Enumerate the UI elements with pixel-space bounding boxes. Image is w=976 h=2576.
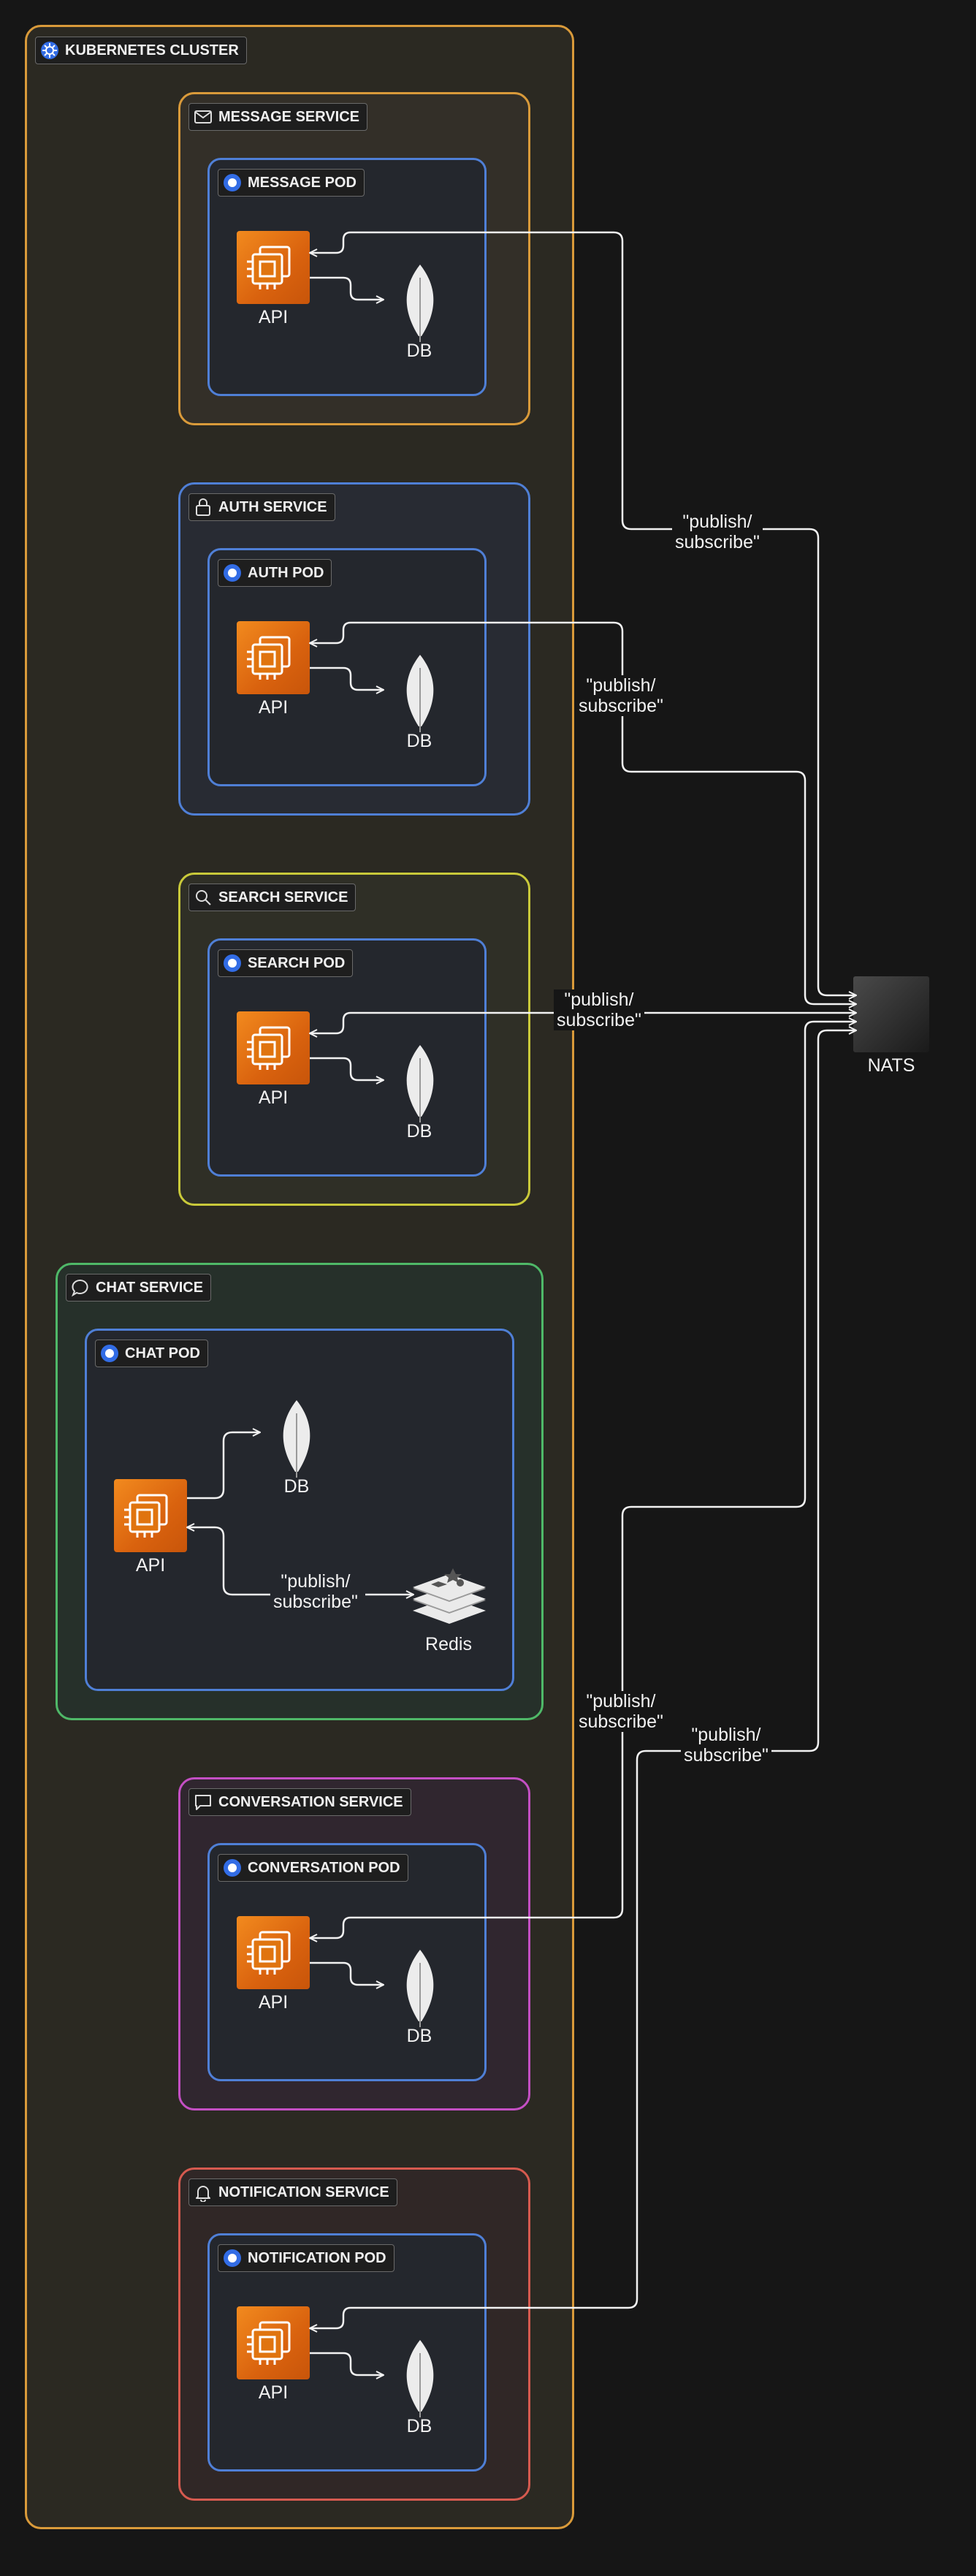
notification-nats-edge-label: "publish/subscribe" — [681, 1725, 771, 1766]
mongodb-leaf-icon — [283, 1400, 310, 1478]
conversation-pod-label-text: CONVERSATION POD — [248, 1859, 400, 1876]
edge-label-text: "publish/subscribe" — [684, 1725, 769, 1766]
auth-db-label: DB — [406, 731, 432, 751]
pod-icon — [223, 954, 242, 973]
kubernetes-icon — [40, 41, 59, 60]
notification-pod-label: NOTIFICATION POD — [218, 2244, 394, 2272]
nats-label: NATS — [867, 1055, 915, 1076]
chip-icon — [247, 636, 291, 680]
edge-label-text: "publish/subscribe" — [557, 989, 641, 1030]
search-api-node — [237, 1011, 310, 1084]
message-api-label: API — [258, 307, 289, 327]
search-api-label: API — [258, 1087, 289, 1108]
chat-service-label-text: CHAT SERVICE — [96, 1279, 204, 1296]
chip-icon — [247, 1931, 291, 1975]
message-pod-label: MESSAGE POD — [218, 169, 365, 197]
mongodb-leaf-icon — [406, 1950, 434, 2027]
conversation-service-label-text: CONVERSATION SERVICE — [218, 1793, 403, 1810]
lock-icon — [194, 498, 213, 517]
search-pod-label: SEARCH POD — [218, 949, 354, 977]
auth-nats-edge-label: "publish/subscribe" — [576, 675, 666, 716]
notification-service-label-text: NOTIFICATION SERVICE — [218, 2184, 389, 2200]
chat-service-label: CHAT SERVICE — [66, 1274, 212, 1302]
chip-icon — [124, 1494, 168, 1538]
notification-pod-label-text: NOTIFICATION POD — [248, 2249, 386, 2266]
pod-icon — [223, 563, 242, 582]
conversation-api-node — [237, 1916, 310, 1989]
envelope-icon — [194, 107, 213, 126]
search-service-label-text: SEARCH SERVICE — [218, 889, 348, 905]
cluster-label-text: KUBERNETES CLUSTER — [65, 42, 239, 58]
mongodb-leaf-icon — [406, 2340, 434, 2417]
chat-redis-edge-label: "publish/subscribe" — [270, 1571, 361, 1612]
chat-api-node — [114, 1479, 187, 1552]
message-nats-edge-label: "publish/subscribe" — [672, 512, 763, 552]
message-api-node — [237, 231, 310, 304]
notification-db-label: DB — [406, 2416, 432, 2436]
auth-api-node — [237, 621, 310, 694]
search-icon — [194, 888, 213, 907]
chat-api-label: API — [135, 1555, 166, 1576]
chat-redis-label: Redis — [425, 1634, 472, 1654]
search-nats-edge-label: "publish/subscribe" — [554, 989, 644, 1030]
auth-pod-label-text: AUTH POD — [248, 564, 324, 581]
chip-icon — [247, 2321, 291, 2365]
chat-pod-label: CHAT POD — [95, 1340, 208, 1367]
message-service-label: MESSAGE SERVICE — [188, 103, 368, 131]
edge-label-text: "publish/subscribe" — [579, 1691, 663, 1732]
edge-label-text: "publish/subscribe" — [675, 512, 760, 552]
pod-icon — [223, 2249, 242, 2268]
message-square-icon — [194, 1793, 213, 1812]
auth-pod-label: AUTH POD — [218, 559, 332, 587]
nats-broker-node — [853, 976, 929, 1052]
search-pod-label-text: SEARCH POD — [248, 954, 346, 971]
mongodb-leaf-icon — [406, 1045, 434, 1122]
notification-api-label: API — [258, 2382, 289, 2403]
conversation-service-label: CONVERSATION SERVICE — [188, 1788, 411, 1816]
chat-bubble-icon — [71, 1278, 90, 1297]
pod-icon — [223, 1858, 242, 1877]
mongodb-leaf-icon — [406, 265, 434, 342]
redis-icon — [413, 1568, 486, 1624]
auth-service-label-text: AUTH SERVICE — [218, 498, 327, 515]
chip-icon — [247, 1026, 291, 1070]
mongodb-leaf-icon — [406, 655, 434, 732]
auth-api-label: API — [258, 697, 289, 718]
message-service-label-text: MESSAGE SERVICE — [218, 108, 360, 125]
chip-icon — [247, 246, 291, 289]
pod-icon — [100, 1344, 119, 1363]
conversation-nats-edge-label: "publish/subscribe" — [576, 1691, 666, 1732]
bell-icon — [194, 2183, 213, 2203]
notification-api-node — [237, 2306, 310, 2379]
auth-service-label: AUTH SERVICE — [188, 493, 335, 521]
message-pod-label-text: MESSAGE POD — [248, 174, 357, 191]
conversation-api-label: API — [258, 1992, 289, 2013]
conversation-pod-label: CONVERSATION POD — [218, 1854, 408, 1882]
chat-db-label: DB — [283, 1476, 310, 1497]
conversation-db-label: DB — [406, 2026, 432, 2046]
chat-pod-label-text: CHAT POD — [125, 1345, 200, 1361]
search-service-label: SEARCH SERVICE — [188, 884, 357, 911]
notification-service-label: NOTIFICATION SERVICE — [188, 2178, 397, 2206]
edge-label-text: "publish/subscribe" — [579, 675, 663, 716]
cluster-label: KUBERNETES CLUSTER — [35, 37, 247, 64]
pod-icon — [223, 173, 242, 192]
search-db-label: DB — [406, 1121, 432, 1141]
chat-redis-edge-label-text: "publish/subscribe" — [273, 1571, 358, 1612]
message-db-label: DB — [406, 341, 432, 361]
